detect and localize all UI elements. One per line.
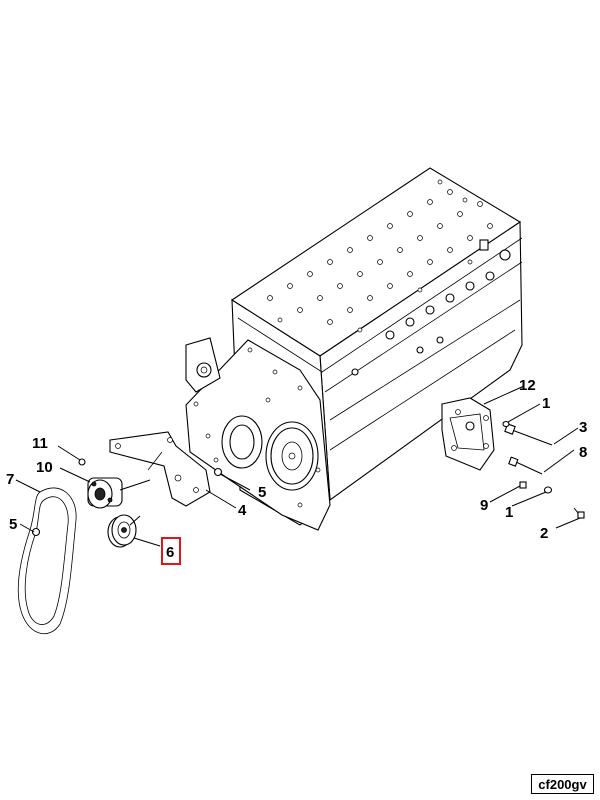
accessory-bracket	[441, 397, 495, 471]
leader-lines	[15, 385, 581, 547]
callout-1-lower: 1	[505, 504, 513, 521]
drive-belt	[17, 487, 77, 635]
callout-12: 12	[519, 377, 536, 394]
callout-1-upper: 1	[542, 395, 550, 412]
belt-tensioner	[87, 477, 151, 509]
callout-5-center: 5	[258, 484, 266, 501]
callout-3: 3	[579, 419, 587, 436]
callout-5-left: 5	[9, 516, 17, 533]
callout-10: 10	[36, 459, 53, 476]
callout-7: 7	[6, 471, 14, 488]
idler-pulley	[107, 514, 141, 548]
callout-9: 9	[480, 497, 488, 514]
callout-8: 8	[579, 444, 587, 461]
highlight-box	[161, 537, 181, 565]
callouts: 12 1 3 8 9 1 2 5 4 11 10 7 5 6	[6, 377, 587, 565]
callout-4: 4	[238, 502, 247, 519]
deck-holes	[267, 179, 493, 333]
side-bosses	[351, 239, 511, 376]
figure-code-label: cf200gv	[531, 774, 594, 794]
callout-2: 2	[540, 525, 548, 542]
callout-11: 11	[32, 435, 48, 452]
idler-bracket	[109, 431, 211, 507]
crank-pulley	[265, 421, 319, 491]
fasteners	[31, 420, 585, 537]
engine-block	[185, 167, 523, 531]
callout-6: 6	[166, 544, 174, 561]
